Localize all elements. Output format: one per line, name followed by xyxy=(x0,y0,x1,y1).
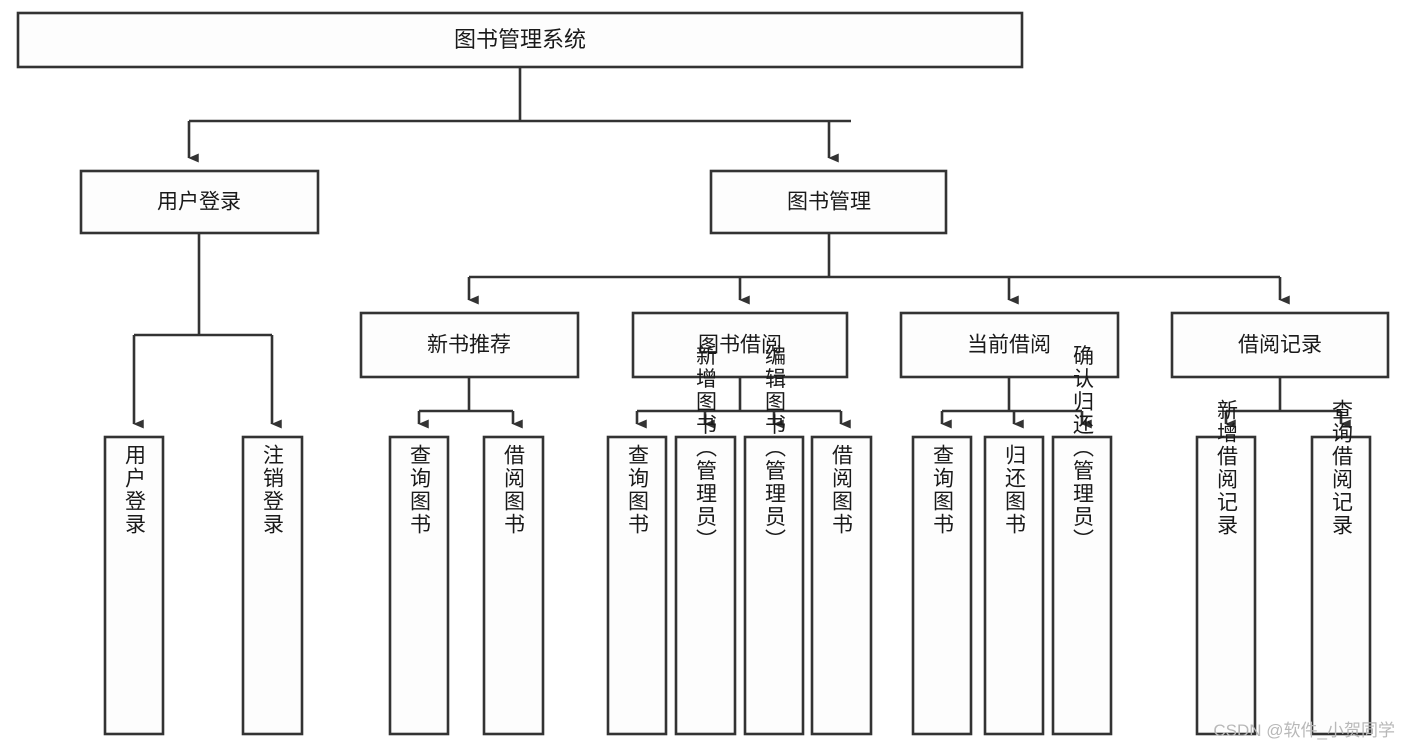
user-login-node-box xyxy=(79,169,320,235)
leaf-node-query-book-newbook[interactable]: 查询图书 xyxy=(388,435,450,736)
current-borrow-node-box xyxy=(899,311,1120,379)
leaf-query-book-2-box xyxy=(606,435,668,736)
leaf-node-borrow-book-borrow[interactable]: 借阅图书 xyxy=(810,435,873,736)
leaf-return-book-label: 归还图书 xyxy=(1003,444,1027,536)
leaf-confirm-return-label: 确认归还（管理员） xyxy=(1071,345,1095,552)
leaf-node-logout[interactable]: 注销登录 xyxy=(241,435,304,736)
root-node-label: 图书管理系统 xyxy=(454,27,586,52)
node-user-login[interactable]: 用户登录 xyxy=(79,169,320,235)
borrow-record-node-label: 借阅记录 xyxy=(1238,334,1322,357)
leaf-node-confirm-return[interactable]: 确认归还（管理员） xyxy=(1051,345,1113,736)
leaf-node-return-book[interactable]: 归还图书 xyxy=(983,435,1045,736)
leaf-borrow-book-2-box xyxy=(810,435,873,736)
leaf-node-edit-book[interactable]: 编辑图书（管理员） xyxy=(743,345,805,736)
node-root-system[interactable]: 图书管理系统 xyxy=(16,11,1024,69)
connector-borrow-record-to-leaves xyxy=(1224,377,1351,429)
node-current-borrow[interactable]: 当前借阅 xyxy=(899,311,1120,379)
leaf-query-book-3-label: 查询图书 xyxy=(931,444,955,536)
leaf-query-book-3-box xyxy=(911,435,973,736)
connector-current-borrow-to-leaves xyxy=(940,377,1092,429)
leaf-user-login-label: 用户登录 xyxy=(123,444,147,536)
leaf-confirm-return-box xyxy=(1051,435,1113,736)
leaf-node-add-book[interactable]: 新增图书（管理员） xyxy=(674,345,737,736)
leaf-edit-book-box xyxy=(743,435,805,736)
leaf-logout-label: 注销登录 xyxy=(261,444,285,536)
connector-book-borrow-to-leaves xyxy=(635,377,851,429)
new-book-recommend-node-box xyxy=(359,311,580,379)
leaf-node-user-login[interactable]: 用户登录 xyxy=(103,435,165,736)
leaf-node-query-book-current[interactable]: 查询图书 xyxy=(911,435,973,736)
leaf-borrow-book-1-box xyxy=(482,435,545,736)
leaf-add-book-box xyxy=(674,435,737,736)
leaf-query-record-label: 查询借阅记录 xyxy=(1330,399,1354,537)
book-management-node-label: 图书管理 xyxy=(787,191,871,214)
node-book-management[interactable]: 图书管理 xyxy=(709,169,948,235)
leaf-node-add-borrow-record[interactable]: 新增借阅记录 xyxy=(1195,399,1257,736)
leaf-return-book-box xyxy=(983,435,1045,736)
leaf-user-login-box xyxy=(103,435,165,736)
leaf-node-query-book-borrow[interactable]: 查询图书 xyxy=(606,435,668,736)
leaf-node-borrow-book-newbook[interactable]: 借阅图书 xyxy=(482,435,545,736)
leaf-add-record-box xyxy=(1195,435,1257,736)
leaf-edit-book-label: 编辑图书（管理员） xyxy=(763,345,787,552)
leaf-add-record-label: 新增借阅记录 xyxy=(1215,399,1239,537)
leaf-query-record-box xyxy=(1310,435,1372,736)
leaf-query-book-1-label: 查询图书 xyxy=(408,444,432,536)
connector-root-to-level2 xyxy=(187,67,851,163)
root-node-box xyxy=(16,11,1024,69)
current-borrow-node-label: 当前借阅 xyxy=(967,334,1051,357)
node-book-borrow[interactable]: 图书借阅 xyxy=(631,311,849,379)
leaf-node-query-borrow-record[interactable]: 查询借阅记录 xyxy=(1310,399,1372,736)
book-borrow-node-label: 图书借阅 xyxy=(698,334,782,357)
node-borrow-record[interactable]: 借阅记录 xyxy=(1170,311,1390,379)
user-login-node-label: 用户登录 xyxy=(157,191,241,214)
leaf-borrow-book-1-label: 借阅图书 xyxy=(502,444,526,536)
connector-user-login-to-leaves xyxy=(132,233,282,429)
leaf-query-book-2-label: 查询图书 xyxy=(626,444,650,536)
connector-book-management-to-level3 xyxy=(467,233,1290,305)
leaf-logout-box xyxy=(241,435,304,736)
node-new-book-recommend[interactable]: 新书推荐 xyxy=(359,311,580,379)
leaf-borrow-book-2-label: 借阅图书 xyxy=(830,444,854,536)
new-book-recommend-node-label: 新书推荐 xyxy=(427,334,511,357)
leaf-add-book-label: 新增图书（管理员） xyxy=(694,345,718,552)
connector-new-book-recommend-to-leaves xyxy=(417,377,523,429)
leaf-query-book-1-box xyxy=(388,435,450,736)
